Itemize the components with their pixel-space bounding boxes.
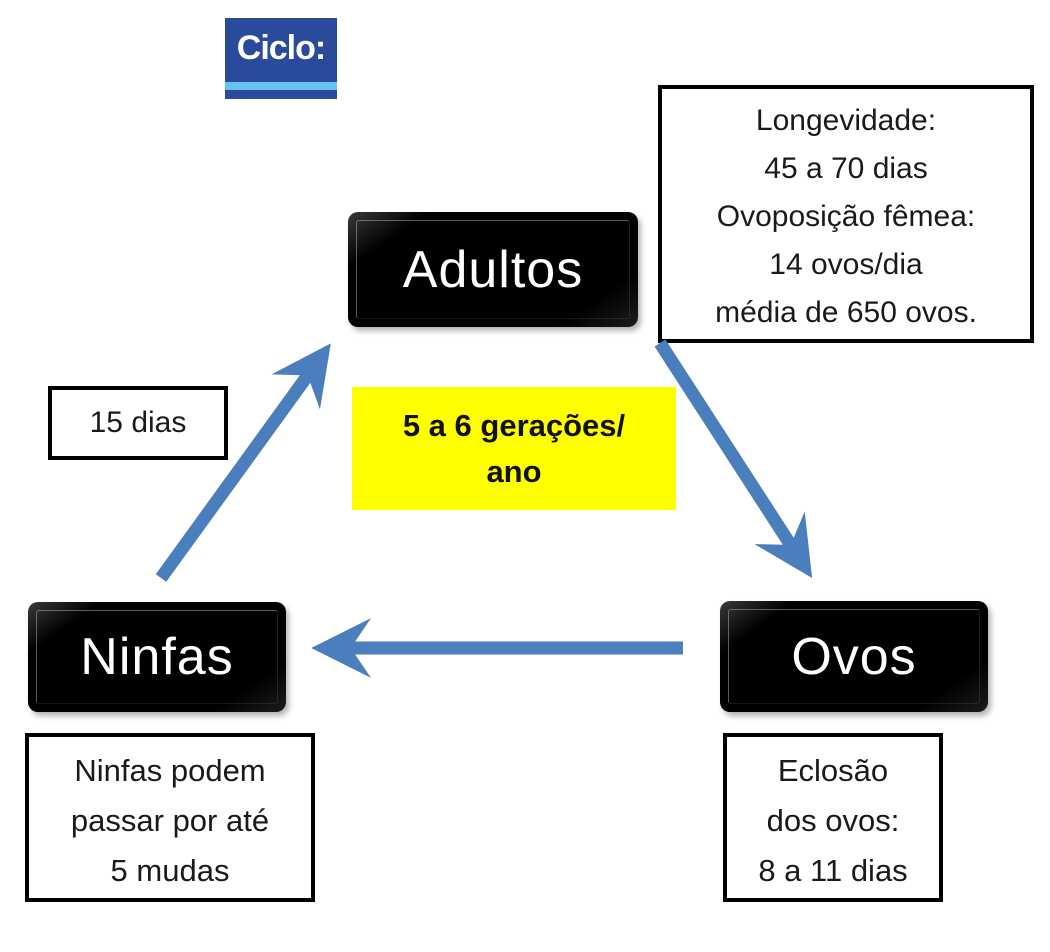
diagram-title-badge: Ciclo:	[225, 18, 337, 99]
note-ninfas-duration: 15 dias	[48, 386, 228, 460]
stage-box-ninfas: Ninfas	[28, 602, 286, 712]
note-ninfas-duration-text: 15 dias	[89, 406, 187, 439]
note-longevidade-line: 14 ovos/dia	[769, 248, 923, 281]
note-eclosao: Eclosão dos ovos: 8 a 11 dias	[723, 733, 943, 902]
note-geracoes-highlight: 5 a 6 gerações/ ano	[352, 387, 676, 510]
note-eclosao-line: dos ovos:	[766, 803, 900, 838]
note-ninfas-info-line: Ninfas podem	[74, 753, 266, 788]
stage-label-adultos: Adultos	[402, 240, 584, 299]
note-longevidade: Longevidade: 45 a 70 dias Ovoposição fêm…	[658, 85, 1034, 343]
note-ninfas-info-line: 5 mudas	[110, 853, 230, 888]
diagram-title: Ciclo:	[236, 29, 326, 67]
note-eclosao-line: 8 a 11 dias	[758, 853, 908, 888]
note-geracoes-line: 5 a 6 gerações/	[402, 408, 626, 443]
note-longevidade-line: 45 a 70 dias	[764, 152, 928, 185]
note-longevidade-line: média de 650 ovos.	[715, 296, 977, 329]
stage-box-ovos: Ovos	[720, 601, 988, 712]
arrow-adultos-to-ovos	[654, 339, 813, 579]
note-ninfas-info: Ninfas podem passar por até 5 mudas	[25, 733, 315, 902]
note-geracoes-line: ano	[486, 454, 542, 489]
title-underline-stripe	[225, 82, 337, 90]
note-longevidade-line: Longevidade:	[755, 104, 937, 137]
note-longevidade-line: Ovoposição fêmea:	[716, 200, 976, 233]
stage-box-adultos: Adultos	[348, 212, 638, 327]
note-eclosao-line: Eclosão	[777, 753, 889, 788]
stage-label-ovos: Ovos	[791, 627, 917, 686]
note-ninfas-info-line: passar por até	[70, 803, 270, 838]
stage-label-ninfas: Ninfas	[80, 628, 234, 686]
